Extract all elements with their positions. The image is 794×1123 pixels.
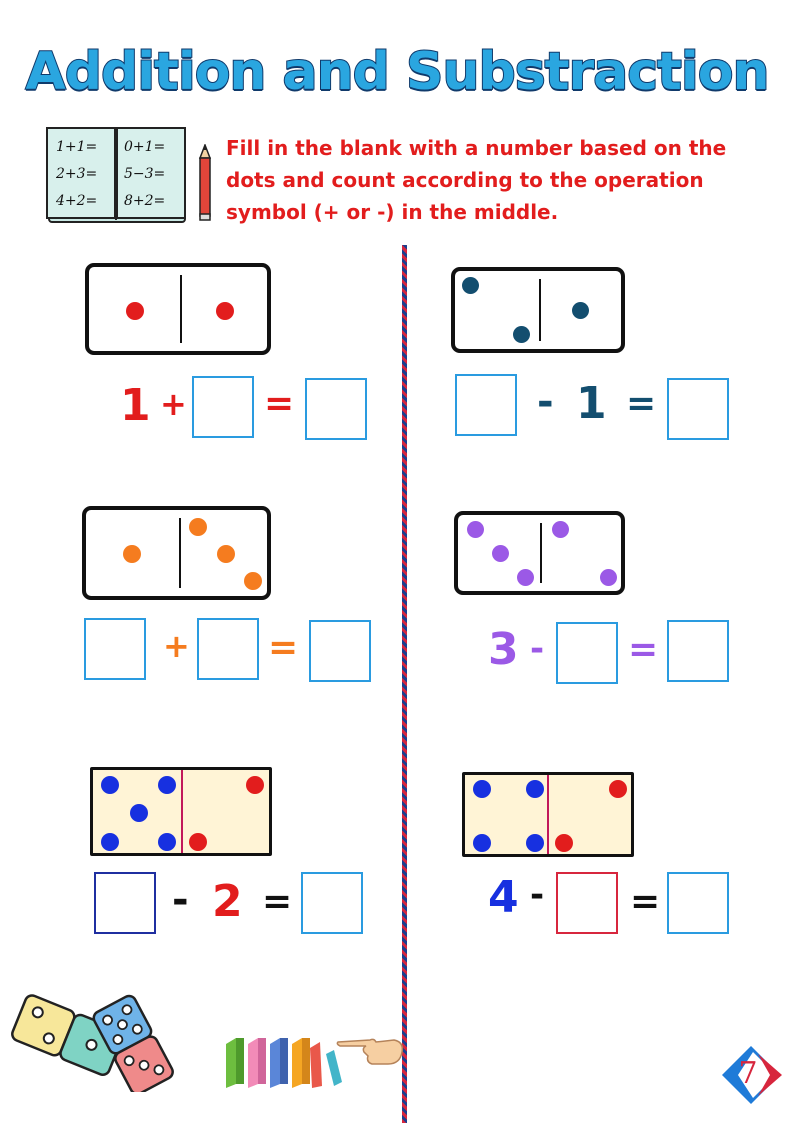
operand-number: 2 bbox=[212, 876, 243, 927]
answer-box[interactable] bbox=[556, 622, 618, 684]
answer-box[interactable] bbox=[84, 618, 146, 680]
domino-divider bbox=[181, 770, 183, 853]
domino-dot bbox=[158, 833, 176, 851]
operator-symbol: - bbox=[530, 875, 545, 915]
operator-symbol: + bbox=[160, 385, 187, 423]
notebook-line: 2+3= bbox=[55, 166, 97, 182]
answer-box[interactable] bbox=[455, 374, 517, 436]
domino-dot bbox=[216, 302, 234, 320]
domino-dot bbox=[130, 804, 148, 822]
notebook-line: 4+2= bbox=[55, 193, 97, 209]
domino-dot bbox=[101, 776, 119, 794]
answer-box[interactable] bbox=[301, 872, 363, 934]
domino-dot bbox=[158, 776, 176, 794]
answer-box[interactable] bbox=[305, 378, 367, 440]
domino-dot bbox=[467, 521, 484, 538]
answer-box[interactable] bbox=[309, 620, 371, 682]
operator-symbol: + bbox=[163, 627, 190, 665]
domino-2 bbox=[451, 267, 625, 353]
domino-dot bbox=[217, 545, 235, 563]
domino-dot bbox=[462, 277, 479, 294]
domino-dot bbox=[572, 302, 589, 319]
domino-dot bbox=[526, 780, 544, 798]
answer-box[interactable] bbox=[556, 872, 618, 934]
domino-divider bbox=[179, 518, 181, 588]
equals-symbol: = bbox=[630, 881, 661, 922]
domino-dot bbox=[513, 326, 530, 343]
operand-number: 3 bbox=[488, 624, 519, 675]
domino-dot bbox=[189, 518, 207, 536]
domino-dot bbox=[244, 572, 262, 590]
domino-dot bbox=[101, 833, 119, 851]
notebook-illustration: 1+1= 2+3= 4+2= 0+1= 5−3= 8+2= bbox=[46, 127, 186, 223]
domino-dot bbox=[123, 545, 141, 563]
page-title: Addition and Substraction bbox=[25, 41, 771, 103]
domino-4 bbox=[454, 511, 625, 595]
equals-symbol: = bbox=[264, 383, 295, 424]
domino-3 bbox=[82, 506, 271, 600]
notebook-line: 8+2= bbox=[124, 193, 165, 209]
answer-box[interactable] bbox=[94, 872, 156, 934]
operator-symbol: - bbox=[537, 379, 554, 425]
equals-symbol: = bbox=[262, 881, 293, 922]
domino-dot bbox=[473, 780, 491, 798]
domino-tiles-illustration bbox=[11, 994, 174, 1092]
page-number-badge bbox=[722, 1046, 782, 1104]
color-blocks-illustration bbox=[226, 1038, 342, 1088]
domino-dot bbox=[492, 545, 509, 562]
domino-divider bbox=[180, 275, 182, 343]
domino-dot bbox=[126, 302, 144, 320]
notebook-line: 0+1= bbox=[124, 139, 165, 155]
answer-box[interactable] bbox=[197, 618, 259, 680]
notebook-line: 1+1= bbox=[56, 139, 97, 155]
operand-number: 1 bbox=[120, 380, 151, 431]
domino-dot bbox=[473, 834, 491, 852]
equals-symbol: = bbox=[628, 629, 659, 670]
domino-divider bbox=[540, 523, 542, 583]
pointing-hand-icon bbox=[336, 1038, 404, 1065]
domino-divider bbox=[547, 775, 549, 854]
operator-symbol: - bbox=[172, 877, 189, 923]
pencil-icon bbox=[198, 144, 212, 221]
answer-box[interactable] bbox=[667, 620, 729, 682]
answer-box[interactable] bbox=[667, 378, 729, 440]
center-divider bbox=[402, 245, 407, 1123]
operand-number: 1 bbox=[576, 378, 607, 429]
domino-dot bbox=[609, 780, 627, 798]
equals-symbol: = bbox=[626, 383, 657, 424]
answer-box[interactable] bbox=[667, 872, 729, 934]
operator-symbol: - bbox=[530, 629, 545, 669]
domino-dot bbox=[555, 834, 573, 852]
domino-dot bbox=[517, 569, 534, 586]
domino-divider bbox=[539, 279, 541, 341]
domino-dot bbox=[600, 569, 617, 586]
answer-box[interactable] bbox=[192, 376, 254, 438]
domino-dot bbox=[552, 521, 569, 538]
domino-6 bbox=[462, 772, 634, 857]
domino-dot bbox=[246, 776, 264, 794]
domino-1 bbox=[85, 263, 271, 355]
domino-dot bbox=[526, 834, 544, 852]
domino-5 bbox=[90, 767, 272, 856]
domino-dot bbox=[189, 833, 207, 851]
notebook-line: 5−3= bbox=[124, 166, 165, 182]
instructions-text: Fill in the blank with a number based on… bbox=[226, 136, 727, 224]
equals-symbol: = bbox=[268, 627, 299, 668]
page-number: 7 bbox=[738, 1056, 758, 1091]
operand-number: 4 bbox=[488, 872, 519, 923]
